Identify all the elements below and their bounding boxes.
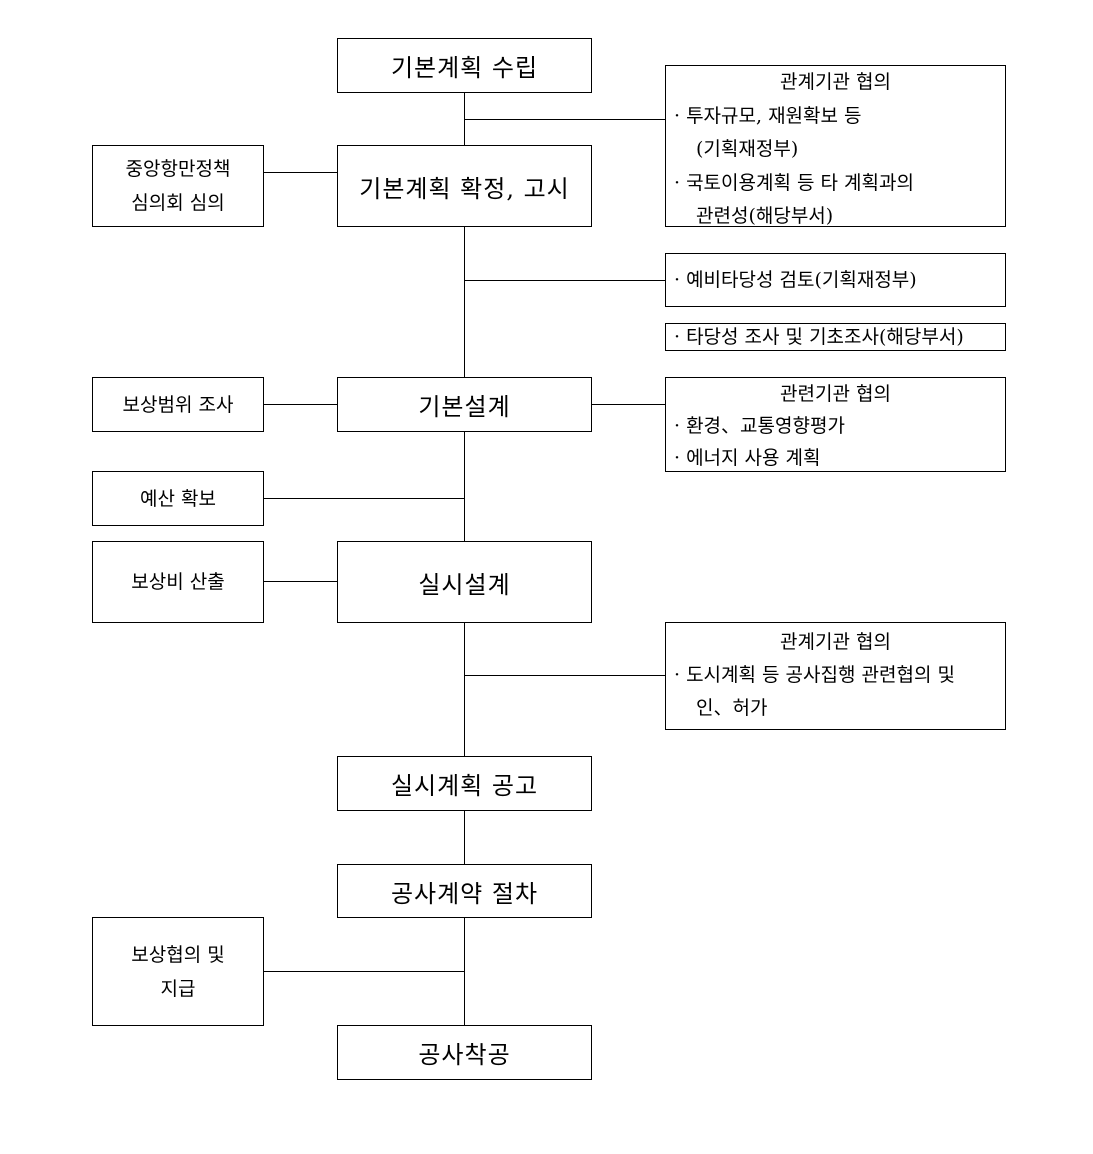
- label: 보상범위 조사: [122, 393, 234, 416]
- step-detailed-design: 실시설계: [337, 541, 592, 623]
- note-feasibility-survey: · 타당성 조사 및 기초조사(해당부서): [665, 323, 1006, 351]
- step-construction-start: 공사착공: [337, 1025, 592, 1080]
- note-item-cont: (기획재정부): [696, 138, 799, 160]
- connector-line: [263, 498, 464, 499]
- connector-line: [263, 971, 464, 972]
- label-line: 보상협의 및: [131, 943, 225, 966]
- note-title: 관계기관 협의: [780, 71, 891, 93]
- compensation-cost: 보상비 산출: [92, 541, 264, 623]
- label: 보상비 산출: [131, 571, 225, 593]
- note-item: · 환경、교통영향평가: [674, 415, 845, 437]
- connector-line: [263, 172, 337, 173]
- step-label: 기본계획 수립: [390, 54, 539, 82]
- connector-line: [464, 675, 665, 676]
- note-item: · 투자규모, 재원확보 등: [674, 104, 862, 127]
- step-label: 공사착공: [418, 1041, 511, 1069]
- step-plan-notice: 실시계획 공고: [337, 756, 592, 811]
- note-feasibility-review: · 예비타당성 검토(기획재정부): [665, 253, 1006, 307]
- step-label: 공사계약 절차: [390, 879, 539, 908]
- connector-line: [464, 280, 665, 281]
- note-item: · 타당성 조사 및 기초조사(해당부서): [674, 326, 964, 348]
- note-agency-consult-3: 관계기관 협의 · 도시계획 등 공사집행 관련협의 및 인、허가: [665, 622, 1006, 730]
- connector-line: [263, 404, 337, 405]
- label-line: 중앙항만정책: [125, 158, 231, 180]
- note-item: · 예비타당성 검토(기획재정부): [674, 268, 917, 291]
- note-item: · 도시계획 등 공사집행 관련협의 및: [674, 664, 955, 686]
- budget-secure: 예산 확보: [92, 471, 264, 526]
- label-line: 지급: [160, 977, 196, 1000]
- connector-line: [263, 581, 337, 582]
- step-label: 기본계획 확정, 고시: [359, 174, 570, 203]
- step-label: 실시설계: [418, 570, 511, 599]
- connector-line: [591, 404, 665, 405]
- step-contract: 공사계약 절차: [337, 864, 592, 918]
- step-label: 실시계획 공고: [390, 772, 539, 800]
- step-plan-confirm: 기본계획 확정, 고시: [337, 145, 592, 227]
- note-title: 관계기관 협의: [780, 631, 891, 653]
- connector-line: [464, 119, 665, 120]
- step-basic-design: 기본설계: [337, 377, 592, 432]
- note-item-cont: 관련성(해당부서): [696, 205, 834, 227]
- label: 예산 확보: [140, 487, 216, 510]
- label-line: 심의회 심의: [131, 192, 225, 214]
- note-title: 관련기관 협의: [780, 383, 891, 405]
- note-agency-consult-1: 관계기관 협의 · 투자규모, 재원확보 등 (기획재정부) · 국토이용계획 …: [665, 65, 1006, 227]
- note-item: · 국토이용계획 등 타 계획과의: [674, 171, 914, 194]
- committee-review: 중앙항만정책 심의회 심의: [92, 145, 264, 227]
- compensation-payment: 보상협의 및 지급: [92, 917, 264, 1026]
- compensation-scope-survey: 보상범위 조사: [92, 377, 264, 432]
- step-label: 기본설계: [418, 393, 511, 421]
- note-item: · 에너지 사용 계획: [674, 447, 821, 469]
- note-agency-consult-2: 관련기관 협의 · 환경、교통영향평가 · 에너지 사용 계획: [665, 377, 1006, 472]
- note-item-cont: 인、허가: [696, 697, 768, 719]
- step-basic-plan: 기본계획 수립: [337, 38, 592, 93]
